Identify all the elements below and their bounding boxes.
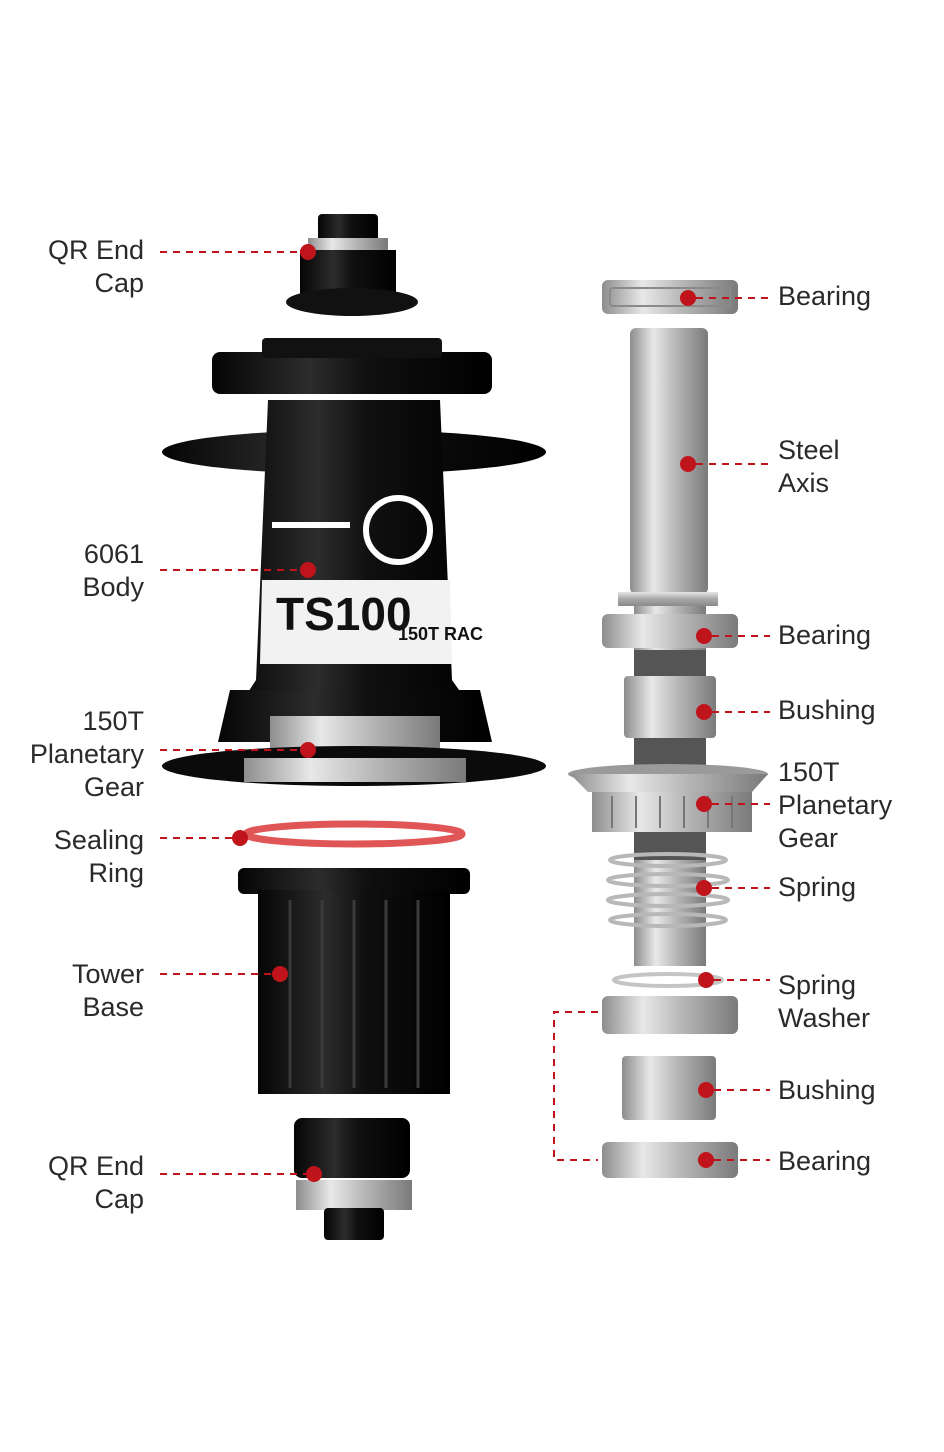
label-bushing-bottom: Bushing <box>778 1075 876 1105</box>
bearing-bottom-part <box>602 1142 738 1178</box>
bearing-middle-part <box>602 614 738 648</box>
spring-washer-part <box>612 972 724 988</box>
label-bearing-middle: Bearing <box>778 620 872 650</box>
qr-end-cap-bottom-part <box>294 1118 412 1240</box>
sealing-ring-part <box>242 820 466 848</box>
label-spring-washer: Spring Washer <box>778 970 871 1033</box>
hub-sub-print: 150T RAC <box>398 624 483 644</box>
bushing-top-part <box>624 676 716 738</box>
spring-part <box>606 852 730 928</box>
hub-model-print: TS100 <box>276 588 412 640</box>
label-6061-body: 6061 Body <box>82 539 144 602</box>
planetary-gear-right-part <box>568 764 768 832</box>
tower-base-part <box>238 868 470 1094</box>
bearing-lower-part <box>602 996 738 1034</box>
label-bearing-bottom: Bearing <box>778 1146 872 1176</box>
label-planetary-gear-left: 150T Planetary Gear <box>29 706 144 802</box>
label-steel-axis: Steel Axis <box>778 435 840 498</box>
bearing-top-part <box>602 280 738 314</box>
hub-body-part: TS100 150T RAC <box>162 338 546 786</box>
label-sealing-ring: Sealing Ring <box>53 825 144 888</box>
label-spring: Spring <box>778 872 857 902</box>
label-planetary-gear-right: 150T Planetary Gear <box>778 757 893 853</box>
label-qr-end-cap-top: QR End Cap <box>47 235 144 298</box>
label-bearing-top: Bearing <box>778 281 872 311</box>
label-tower-base: Tower Base <box>71 959 144 1022</box>
qr-end-cap-top-part <box>286 214 418 316</box>
label-qr-end-cap-bottom: QR End Cap <box>47 1151 144 1214</box>
bushing-bottom-part <box>622 1056 716 1120</box>
label-bushing-top: Bushing <box>778 695 876 725</box>
